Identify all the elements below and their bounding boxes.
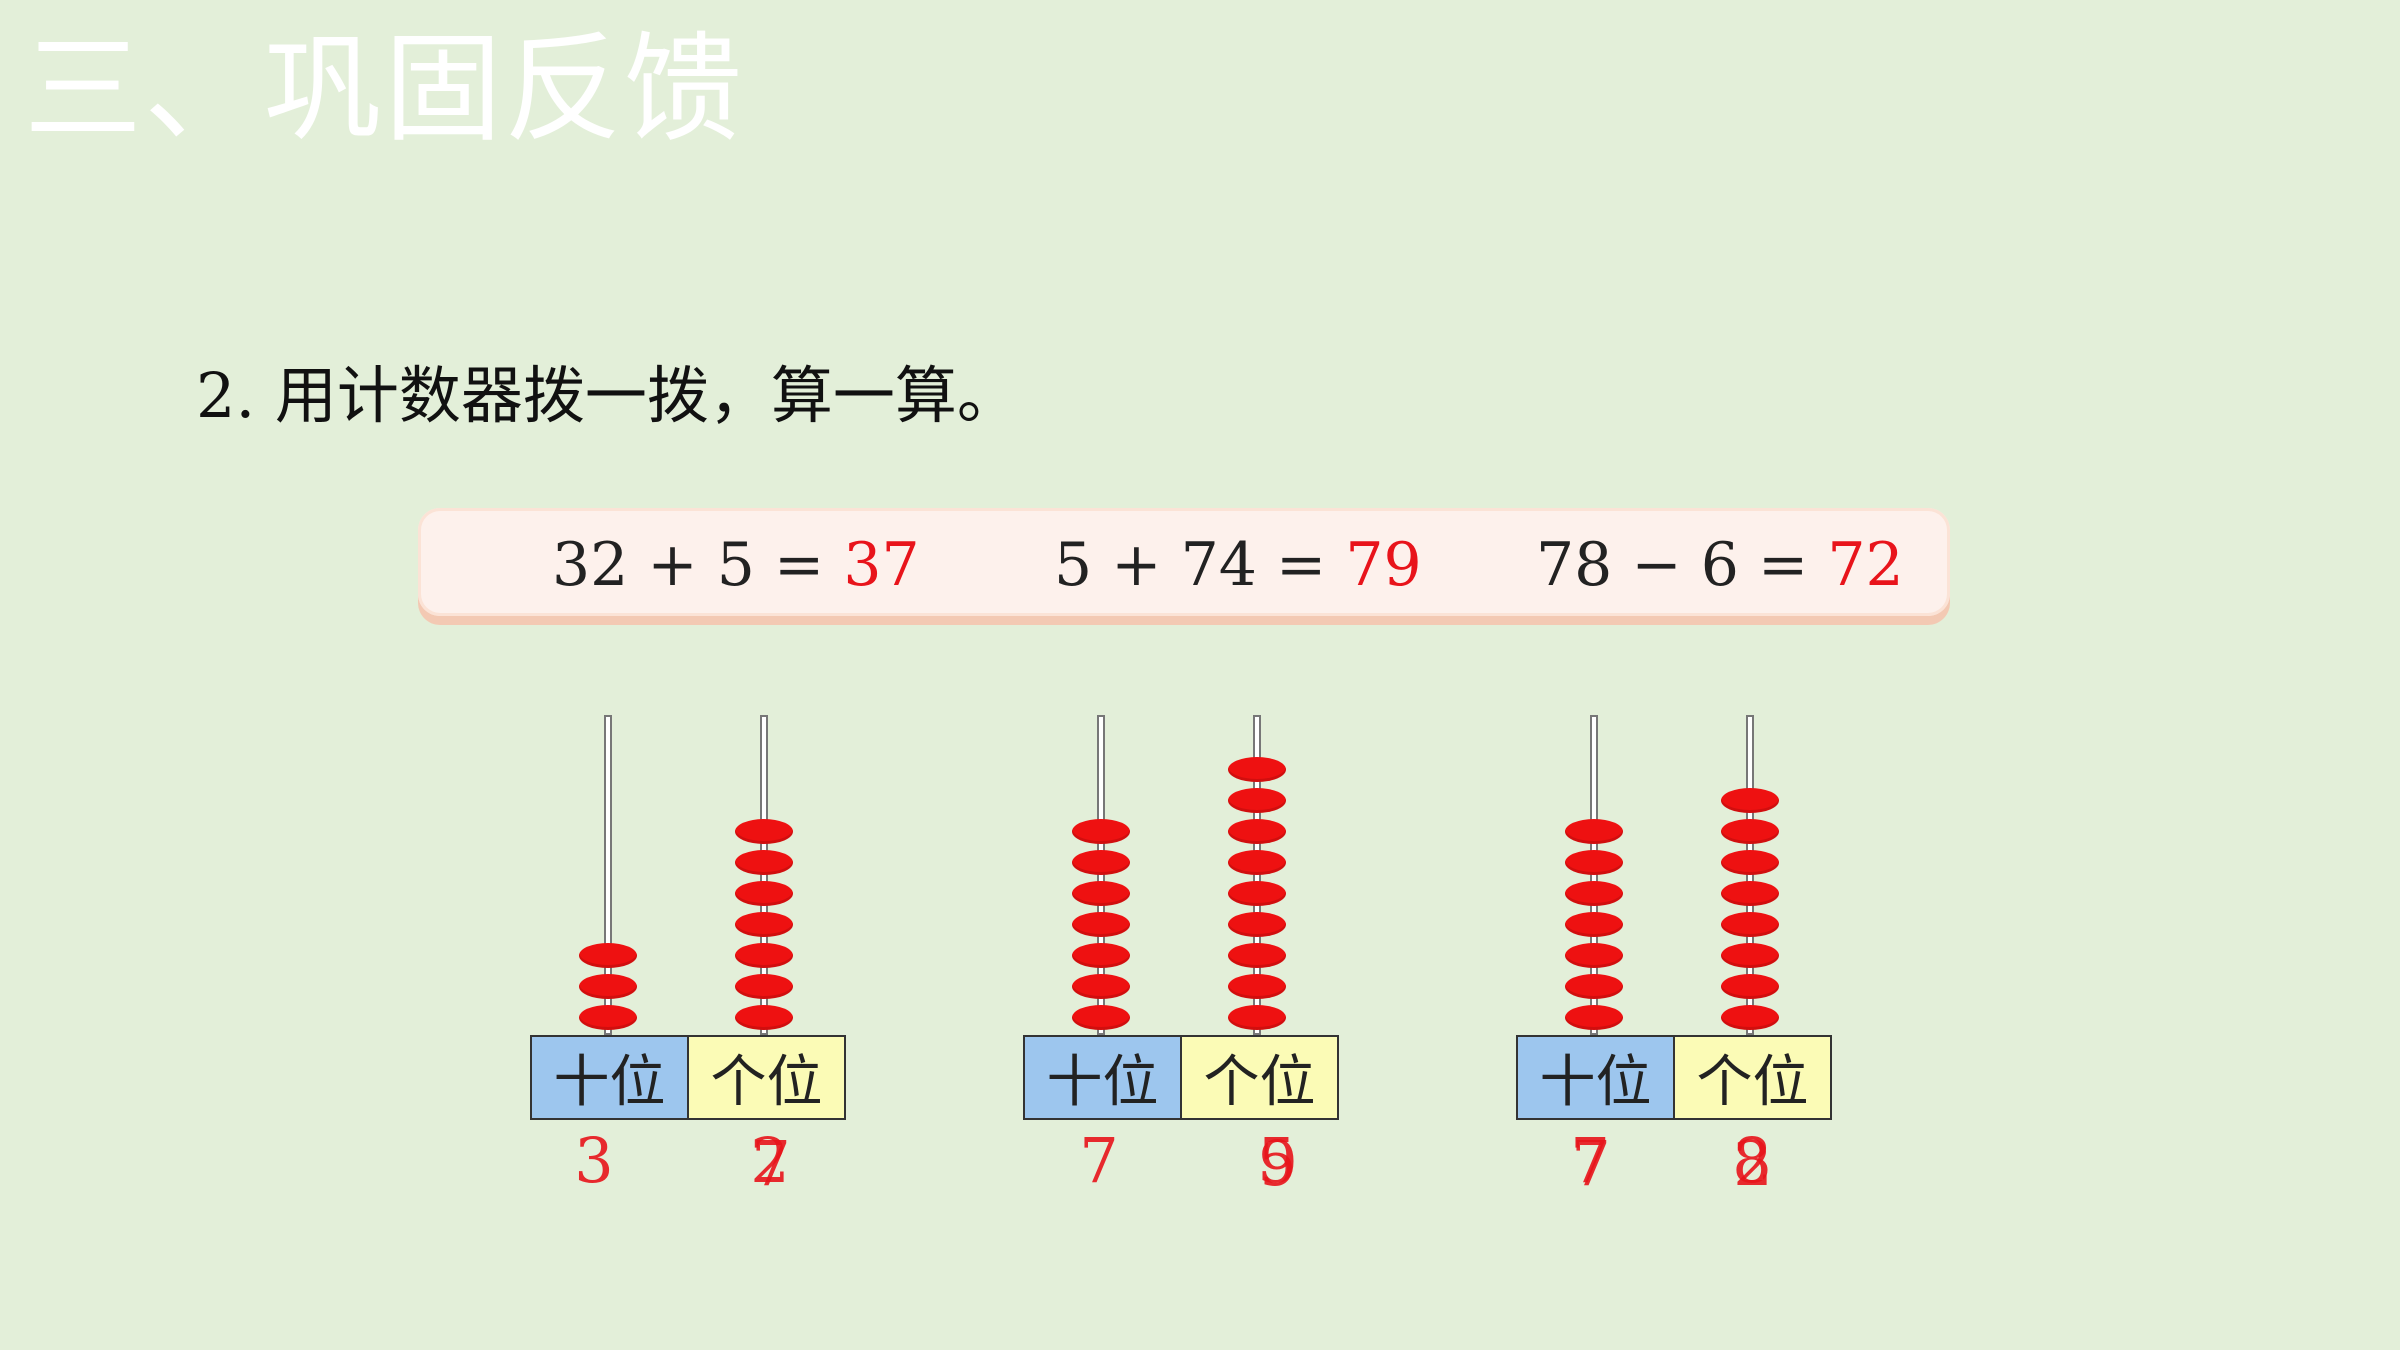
ones-digit: 2 7	[730, 1130, 810, 1220]
ones-digit-2: 7	[751, 1127, 791, 1200]
equation-band: 32 + 5 = 37 5 + 74 = 79 78 − 6 = 72	[418, 508, 1950, 616]
ones-label: 个位	[1675, 1037, 1830, 1118]
tens-digit: 7	[1059, 1130, 1139, 1220]
tens-bead	[579, 974, 637, 999]
tens-label: 十位	[1025, 1037, 1182, 1118]
ones-bead	[735, 1005, 793, 1030]
ones-bead	[735, 881, 793, 906]
ones-bead	[1228, 912, 1286, 937]
tens-bead	[1072, 819, 1130, 844]
tens-bead	[579, 1005, 637, 1030]
equation-1-expr: 32 + 5 =	[552, 530, 844, 600]
place-value-box: 十位 个位	[1516, 1035, 1832, 1120]
tens-digit-1: 7	[1570, 1124, 1610, 1197]
ones-bead	[1721, 881, 1779, 906]
ones-bead	[1721, 974, 1779, 999]
ones-rod	[1253, 715, 1261, 1035]
equation-2-expr: 5 + 74 =	[1054, 530, 1346, 600]
tens-bead	[1565, 850, 1623, 875]
ones-label: 个位	[689, 1037, 844, 1118]
ones-bead	[1228, 819, 1286, 844]
tens-bead	[1565, 974, 1623, 999]
ones-bead	[735, 943, 793, 968]
abacus-1: 十位 个位 3 2 7	[530, 715, 846, 1235]
tens-digit-1: 3	[574, 1124, 614, 1197]
equation-2-answer: 79	[1345, 530, 1422, 600]
ones-bead	[735, 974, 793, 999]
tens-bead	[1565, 881, 1623, 906]
tens-bead	[1072, 1005, 1130, 1030]
ones-digit: 5 9	[1237, 1130, 1317, 1220]
place-value-box: 十位 个位	[1023, 1035, 1339, 1120]
ones-bead	[1721, 819, 1779, 844]
abacus-3: 十位 个位 7 7 8 2	[1516, 715, 1832, 1235]
equation-3: 78 − 6 = 72	[1536, 530, 1904, 600]
ones-bead	[1228, 974, 1286, 999]
slide-title: 三、巩固反馈	[24, 20, 745, 158]
tens-bead	[1072, 974, 1130, 999]
equation-2: 5 + 74 = 79	[1054, 530, 1422, 600]
tens-label: 十位	[532, 1037, 689, 1118]
tens-bead	[579, 943, 637, 968]
tens-bead	[1072, 912, 1130, 937]
equation-3-expr: 78 − 6 =	[1536, 530, 1828, 600]
ones-bead	[1228, 850, 1286, 875]
ones-digit-2: 9	[1258, 1127, 1298, 1200]
tens-bead	[1072, 881, 1130, 906]
ones-bead	[1721, 788, 1779, 813]
tens-bead	[1565, 912, 1623, 937]
ones-label: 个位	[1182, 1037, 1337, 1118]
tens-digit: 3	[554, 1130, 634, 1220]
ones-bead	[1228, 1005, 1286, 1030]
ones-bead	[735, 912, 793, 937]
equation-1: 32 + 5 = 37	[552, 530, 920, 600]
ones-rod	[760, 715, 768, 1035]
ones-bead	[1721, 850, 1779, 875]
tens-rod	[1097, 715, 1105, 1035]
ones-digit-1: 8	[1732, 1124, 1772, 1197]
ones-bead	[1721, 1005, 1779, 1030]
ones-digit: 8 2	[1712, 1130, 1792, 1220]
ones-bead	[1721, 912, 1779, 937]
ones-bead	[1228, 757, 1286, 782]
equation-1-answer: 37	[843, 530, 920, 600]
tens-bead	[1072, 850, 1130, 875]
ones-rod	[1746, 715, 1754, 1035]
ones-bead	[735, 850, 793, 875]
ones-digit-1: 2	[750, 1124, 790, 1197]
tens-bead	[1565, 1005, 1623, 1030]
tens-label: 十位	[1518, 1037, 1675, 1118]
ones-digit-2: 2	[1733, 1127, 1773, 1200]
ones-bead	[1721, 943, 1779, 968]
abacus-2: 十位 个位 7 5 9	[1023, 715, 1339, 1235]
tens-bead	[1072, 943, 1130, 968]
tens-rod	[604, 715, 612, 1035]
ones-bead	[1228, 943, 1286, 968]
equation-3-answer: 72	[1827, 530, 1904, 600]
place-value-box: 十位 个位	[530, 1035, 846, 1120]
tens-rod	[1590, 715, 1598, 1035]
tens-digit-2: 7	[1571, 1127, 1611, 1200]
ones-bead	[735, 819, 793, 844]
tens-digit-1: 7	[1079, 1124, 1119, 1197]
question-text: 2. 用计数器拨一拨，算一算。	[196, 359, 1019, 432]
ones-bead	[1228, 788, 1286, 813]
tens-digit: 7 7	[1550, 1130, 1630, 1220]
ones-bead	[1228, 881, 1286, 906]
tens-bead	[1565, 943, 1623, 968]
tens-bead	[1565, 819, 1623, 844]
ones-digit-1: 5	[1257, 1124, 1297, 1197]
